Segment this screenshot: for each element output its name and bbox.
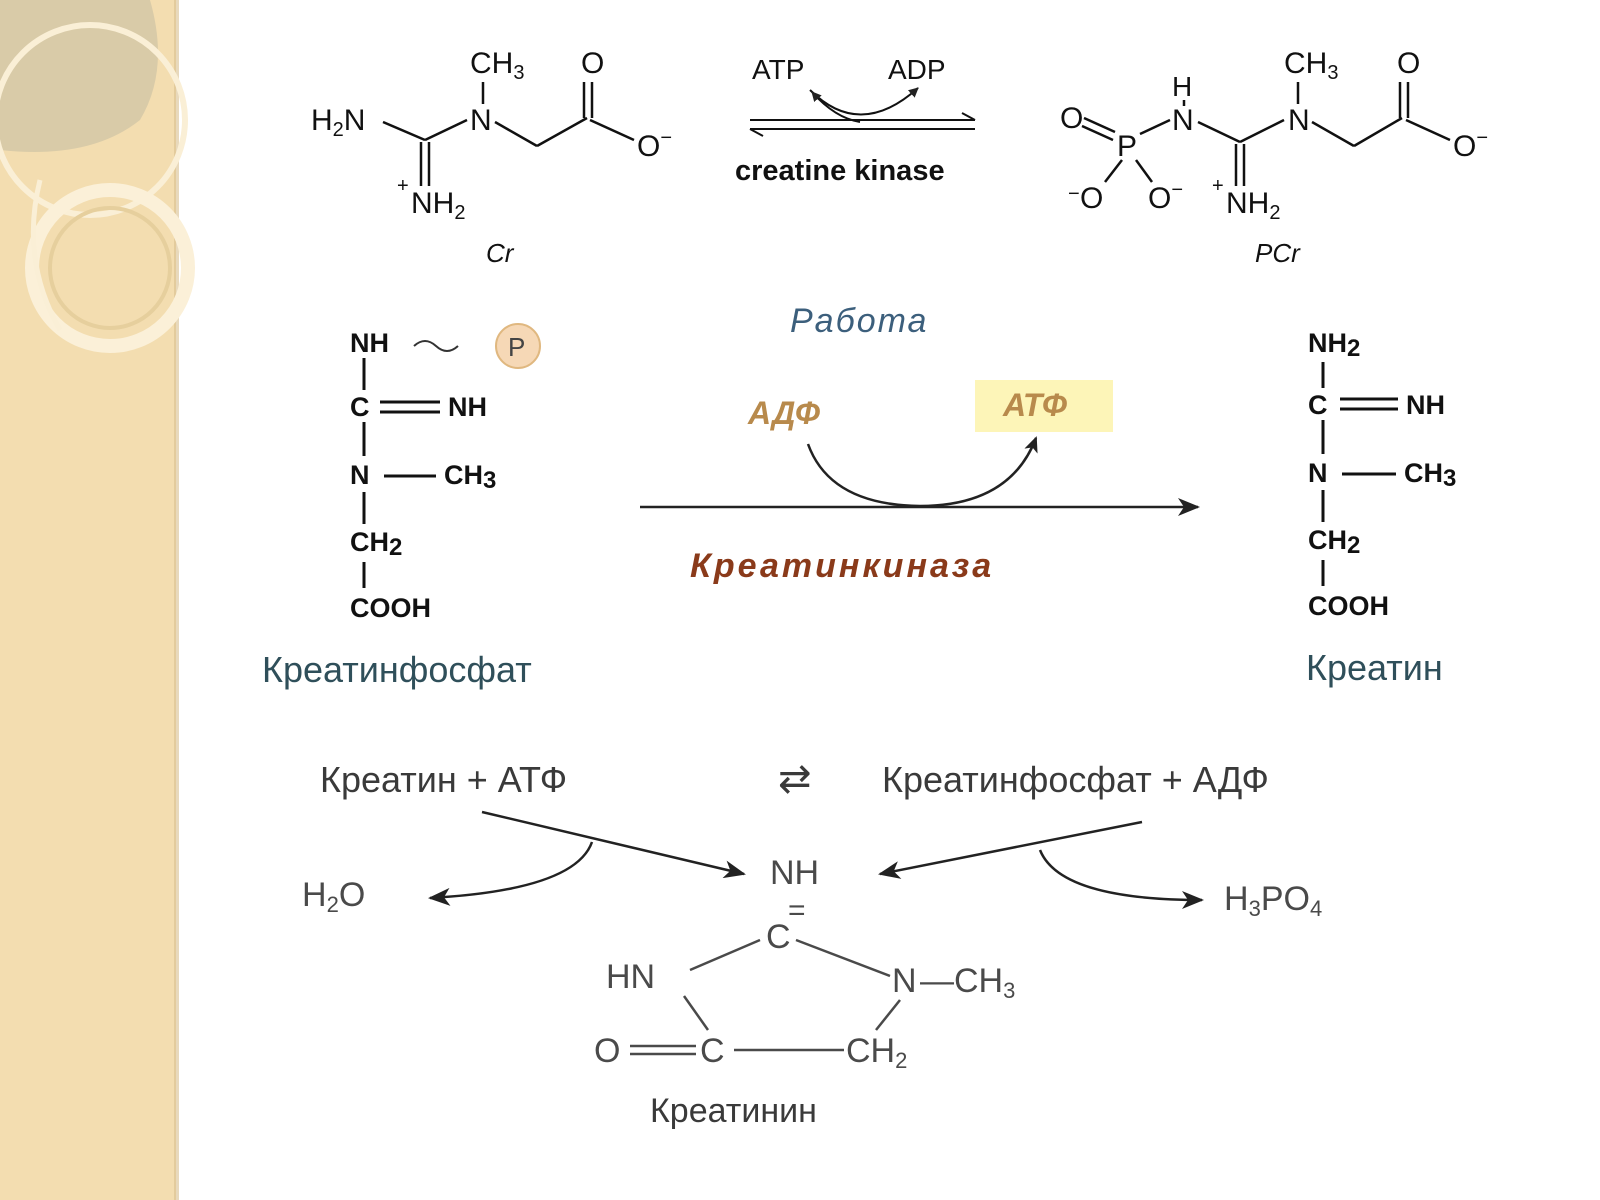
svg-text:NH: NH bbox=[350, 328, 389, 358]
svg-text:CH2: CH2 bbox=[846, 1032, 907, 1073]
svg-text:O−: O− bbox=[1148, 179, 1183, 215]
decorative-sidebar bbox=[0, 0, 195, 1200]
svg-text:АДФ: АДФ bbox=[747, 395, 820, 431]
svg-text:N: N bbox=[892, 962, 917, 1000]
svg-text:+: + bbox=[397, 175, 409, 197]
svg-text:NH: NH bbox=[770, 854, 819, 892]
svg-text:P: P bbox=[1117, 130, 1137, 163]
svg-text:H2N: H2N bbox=[311, 104, 365, 141]
svg-text:CH2: CH2 bbox=[1308, 525, 1360, 559]
svg-text:NH2: NH2 bbox=[1308, 328, 1360, 362]
svg-text:O: O bbox=[594, 1032, 620, 1070]
svg-text:Работа: Работа bbox=[790, 302, 928, 340]
svg-text:NH2: NH2 bbox=[1226, 187, 1280, 224]
kinase-reaction-arrow-ru: Работа АДФ АТФ Креатинкиназа bbox=[640, 302, 1200, 585]
svg-text:CH3: CH3 bbox=[444, 460, 496, 494]
svg-text:+: + bbox=[1212, 175, 1224, 197]
svg-text:Креатин + АТФ: Креатин + АТФ bbox=[320, 759, 567, 800]
svg-text:H: H bbox=[1172, 71, 1192, 102]
svg-text:P: P bbox=[508, 332, 525, 362]
svg-text:PCr: PCr bbox=[1255, 238, 1301, 268]
svg-text:O: O bbox=[1080, 182, 1103, 215]
svg-text:Креатинин: Креатинин bbox=[650, 1092, 817, 1130]
svg-text:Креатинкиназа: Креатинкиназа bbox=[690, 547, 994, 585]
svg-text:O: O bbox=[1060, 102, 1083, 135]
svg-text:C: C bbox=[766, 918, 791, 956]
svg-text:CH3: CH3 bbox=[1404, 458, 1456, 492]
svg-text:⇄: ⇄ bbox=[778, 757, 812, 801]
creatinine-structure: NH = C HN N —CH3 O C CH2 Креатинин bbox=[594, 854, 1015, 1130]
svg-text:NH: NH bbox=[1406, 390, 1445, 420]
svg-text:CH2: CH2 bbox=[350, 527, 402, 561]
svg-text:Креатин: Креатин bbox=[1306, 647, 1443, 688]
reaction-2: NH P C NH N CH3 CH2 COOH Креатинфосфат Р… bbox=[262, 302, 1456, 690]
svg-text:H3PO4: H3PO4 bbox=[1224, 880, 1322, 921]
svg-text:Креатинфосфат + АДФ: Креатинфосфат + АДФ bbox=[882, 759, 1269, 800]
svg-text:HN: HN bbox=[606, 958, 655, 996]
reaction-3: Креатин + АТФ ⇄ Креатинфосфат + АДФ H2O … bbox=[302, 757, 1322, 1130]
svg-text:Креатинфосфат: Креатинфосфат bbox=[262, 649, 532, 690]
svg-text:—CH3: —CH3 bbox=[920, 962, 1015, 1003]
svg-text:COOH: COOH bbox=[350, 593, 431, 623]
svg-text:−: − bbox=[1068, 183, 1080, 205]
phosphocreatine-structure-en: H CH3 O O P N N O− − O O− + NH2 PCr bbox=[1060, 47, 1488, 268]
svg-text:N: N bbox=[1172, 104, 1194, 137]
creatine-structure-en: CH3 O H2N N O− + NH2 Cr bbox=[311, 47, 672, 268]
svg-text:Cr: Cr bbox=[486, 238, 515, 268]
svg-text:ATP: ATP bbox=[752, 54, 804, 85]
svg-text:COOH: COOH bbox=[1308, 591, 1389, 621]
svg-text:NH2: NH2 bbox=[411, 187, 465, 224]
dehydration-arrows bbox=[428, 810, 1204, 909]
svg-text:C: C bbox=[700, 1032, 725, 1070]
reaction-1: CH3 O H2N N O− + NH2 Cr ATP bbox=[311, 47, 1488, 268]
svg-text:N: N bbox=[1308, 458, 1328, 488]
svg-text:ADP: ADP bbox=[888, 54, 946, 85]
svg-text:O: O bbox=[1397, 47, 1420, 80]
svg-text:NH: NH bbox=[448, 392, 487, 422]
svg-text:O: O bbox=[581, 47, 604, 80]
creatine-phosphate-structure: NH P C NH N CH3 CH2 COOH Креатинфосфат bbox=[262, 323, 541, 690]
svg-text:O−: O− bbox=[637, 127, 672, 163]
svg-text:N: N bbox=[470, 104, 492, 137]
svg-text:АТФ: АТФ bbox=[1002, 387, 1067, 423]
svg-text:N: N bbox=[1288, 104, 1310, 137]
svg-text:=: = bbox=[788, 894, 806, 927]
svg-text:N: N bbox=[350, 460, 370, 490]
svg-text:C: C bbox=[350, 392, 370, 422]
svg-text:creatine kinase: creatine kinase bbox=[735, 155, 945, 187]
equilibrium-arrows-en: ATP ADP creatine kinase bbox=[735, 54, 976, 187]
creatine-structure-ru: NH2 C NH N CH3 CH2 COOH Креатин bbox=[1306, 328, 1456, 688]
svg-text:H2O: H2O bbox=[302, 876, 365, 917]
svg-text:C: C bbox=[1308, 390, 1328, 420]
svg-text:CH3: CH3 bbox=[470, 47, 524, 84]
svg-text:O−: O− bbox=[1453, 127, 1488, 163]
svg-text:CH3: CH3 bbox=[1284, 47, 1338, 84]
